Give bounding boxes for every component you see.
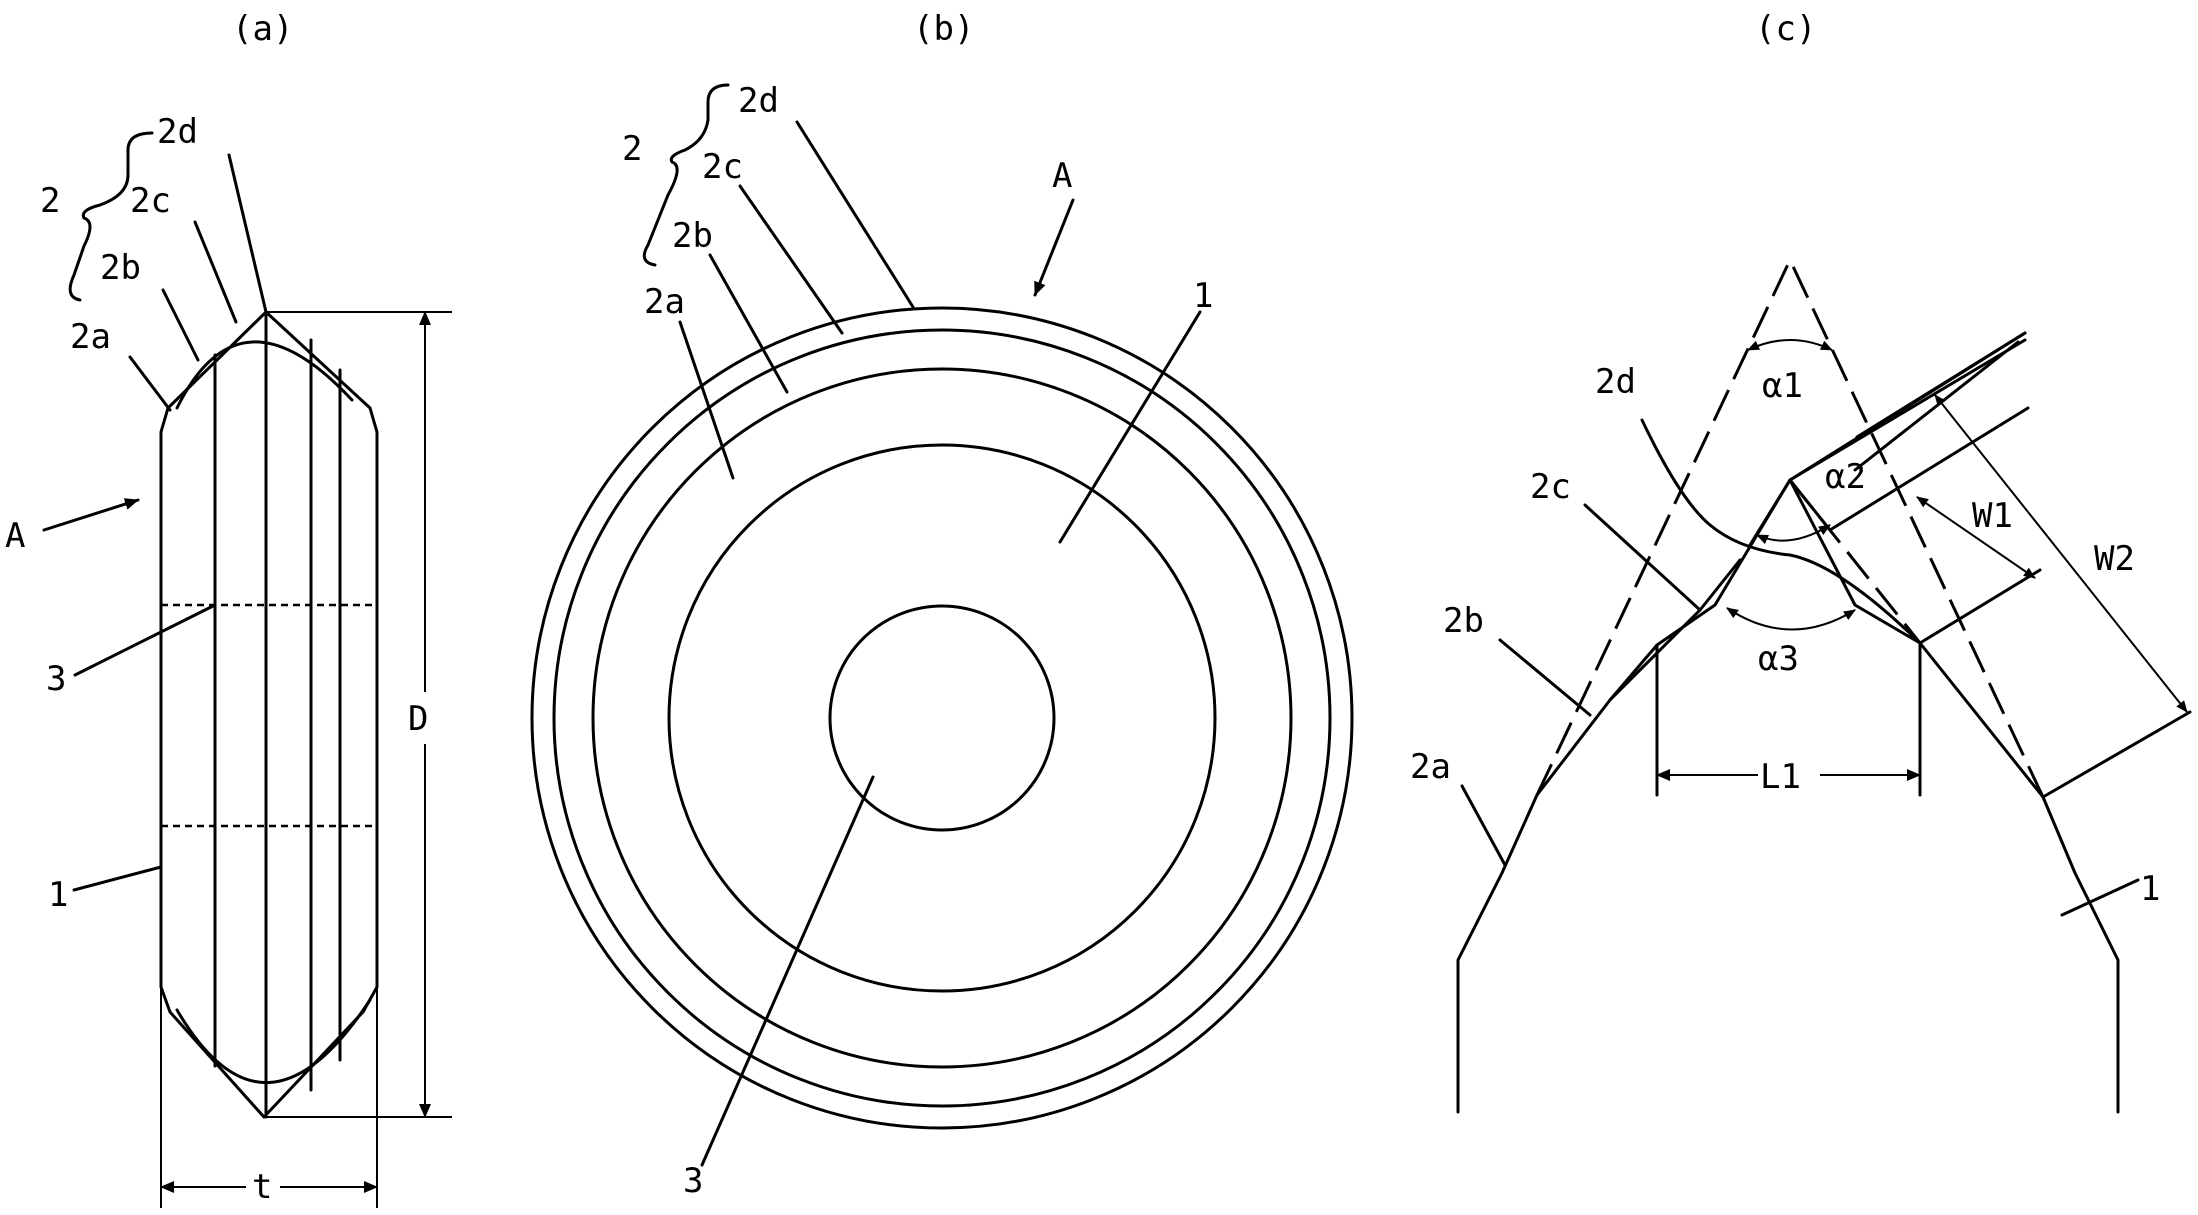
- alpha2-line: [1788, 479, 1922, 644]
- leader-2b: [1498, 638, 1592, 717]
- label-l1: L1: [1760, 757, 1801, 797]
- ring-2d-outer: [530, 306, 1354, 1130]
- wheel-side-profile: [159, 310, 379, 1119]
- leader-2c: [738, 184, 844, 335]
- label-1: 1: [2140, 869, 2160, 909]
- edge-2d-curve: [1640, 418, 1922, 645]
- label-1: 1: [48, 875, 68, 915]
- leader-2c: [193, 220, 238, 324]
- w-ref-line-long: [1853, 340, 2020, 472]
- edge-2c-line: [1608, 558, 1742, 702]
- label-2d: 2d: [738, 81, 779, 121]
- label-2c: 2c: [1530, 467, 1571, 507]
- w-ref-line-upper: [1788, 338, 2027, 482]
- view-arrow-a: [1033, 198, 1075, 297]
- label-2d: 2d: [1595, 362, 1636, 402]
- alpha3-arc: [1726, 607, 1856, 631]
- ring-2a-outer: [667, 443, 1217, 993]
- label-2a: 2a: [70, 317, 111, 357]
- center-hole: [828, 604, 1056, 832]
- edge-profile-right: [1788, 478, 2120, 1114]
- view-arrow-a: [42, 498, 140, 532]
- leader-2b: [161, 288, 200, 362]
- panel-c: (c) W1 W2 L1: [1410, 9, 2192, 1114]
- label-1: 1: [1193, 276, 1213, 316]
- label-2: 2: [622, 129, 642, 169]
- label-2a: 2a: [644, 282, 685, 322]
- panel-b: (b) 2 2d 2c 2b 2a A 1 3: [530, 9, 1354, 1201]
- w-ref-line-bottom: [2041, 710, 2192, 799]
- leader-3: [73, 603, 217, 677]
- label-alpha2: α2: [1825, 457, 1866, 497]
- leader-2d: [795, 120, 915, 309]
- panel-c-caption: (c): [1755, 9, 1816, 49]
- leader-1: [2060, 878, 2140, 917]
- leader-3: [700, 775, 875, 1167]
- label-w2: W2: [2094, 539, 2135, 579]
- leader-2a: [1460, 784, 1507, 867]
- leader-1: [1058, 310, 1202, 544]
- leader-1: [72, 865, 163, 892]
- label-2c: 2c: [702, 147, 743, 187]
- label-2c: 2c: [130, 181, 171, 221]
- leader-2b: [708, 253, 789, 394]
- panel-a-caption: (a): [232, 9, 293, 49]
- label-t: t: [252, 1167, 272, 1207]
- label-2d: 2d: [157, 112, 198, 152]
- alpha1-arc: [1747, 339, 1833, 351]
- label-2: 2: [40, 181, 60, 221]
- group-brace: [68, 131, 154, 302]
- dim-w2: [1934, 394, 2188, 713]
- ring-2c-outer: [552, 328, 1332, 1108]
- layer-arc: [175, 998, 372, 1084]
- label-a-arrow: A: [5, 516, 25, 556]
- label-alpha3: α3: [1758, 639, 1799, 679]
- leader-2a: [128, 355, 172, 412]
- layer-arc: [175, 340, 354, 410]
- label-2b: 2b: [1443, 601, 1484, 641]
- panel-a: (a) 2 2d 2c 2b 2a A 3 1: [5, 9, 452, 1208]
- w-ref-line-3: [1918, 568, 2042, 645]
- label-w1: W1: [1972, 496, 2013, 536]
- label-a-arrow: A: [1052, 156, 1072, 196]
- edge-profile-left: [1456, 478, 1792, 1114]
- alpha2-arc: [1756, 524, 1831, 545]
- label-3: 3: [46, 659, 66, 699]
- label-2b: 2b: [672, 216, 713, 256]
- ring-2b-outer: [591, 367, 1293, 1069]
- label-3: 3: [683, 1161, 703, 1201]
- leader-2c: [1583, 503, 1702, 612]
- label-2b: 2b: [100, 248, 141, 288]
- w-ref-line-top: [1855, 331, 2027, 439]
- leader-2a: [678, 320, 735, 480]
- label-alpha1: α1: [1762, 366, 1803, 406]
- alpha1-line-left: [1535, 259, 1792, 796]
- leader-2d: [227, 153, 268, 314]
- panel-b-caption: (b): [913, 9, 974, 49]
- label-2a: 2a: [1410, 747, 1451, 787]
- label-d: D: [408, 699, 428, 739]
- group-brace: [642, 83, 730, 267]
